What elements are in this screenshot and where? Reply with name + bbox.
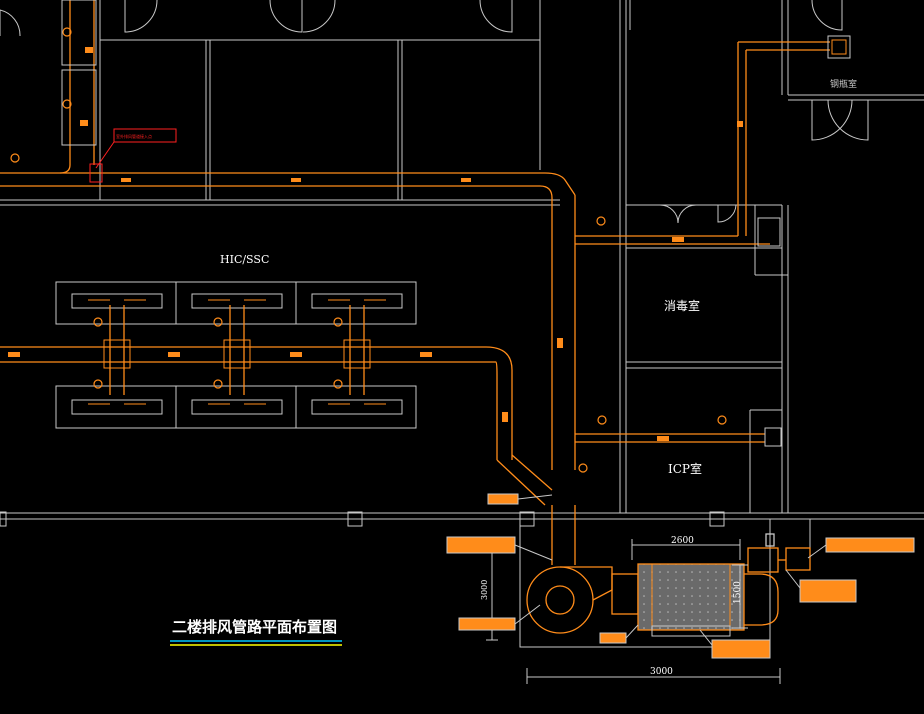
- dim-equipment-height: 1500: [733, 581, 743, 604]
- door-swings: [0, 0, 869, 224]
- centrifugal-fan: [526, 566, 639, 634]
- dim-equipment-length: 2600: [671, 536, 694, 546]
- fume-hood-benches: [55, 281, 417, 429]
- dim-pad-depth: 3000: [650, 667, 673, 677]
- red-callout: [89, 128, 177, 183]
- flow-arrow-tags: [8, 47, 743, 441]
- tag-leaders: [514, 494, 827, 646]
- scrubber-tower: [637, 563, 745, 637]
- room-label-disinfection: 消毒室: [664, 298, 700, 313]
- damper-valves: [10, 27, 727, 473]
- architecture-walls: [0, 0, 924, 648]
- room-label-steel-room: 钢瓶室: [830, 78, 857, 90]
- room-label-icp: ICP室: [668, 461, 702, 476]
- dim-pad-width: 3000: [480, 580, 489, 600]
- exhaust-duct-network: [0, 0, 830, 565]
- drawing-title: 二楼排风管路平面布置图: [172, 618, 337, 636]
- exhaust-terminals: [61, 0, 851, 447]
- hood-branch-tees: [88, 299, 386, 405]
- outlet-stack: [744, 533, 811, 626]
- room-label-hic-ssc: HIC/SSC: [220, 253, 269, 266]
- callout-note: 室外排风管道接入点: [116, 133, 152, 139]
- equipment-tags: [446, 493, 915, 659]
- dimension-lines: [486, 539, 781, 684]
